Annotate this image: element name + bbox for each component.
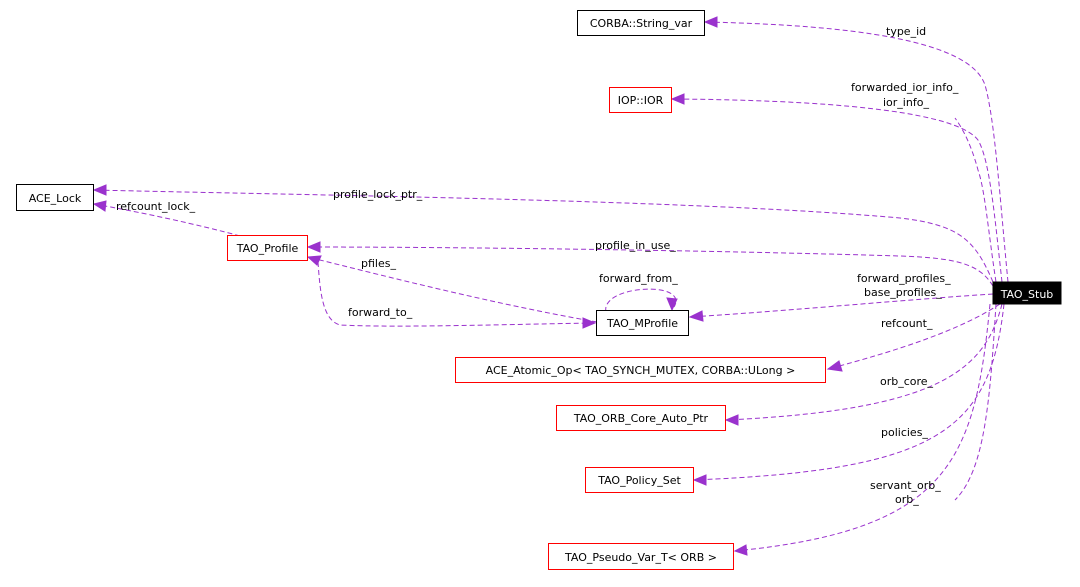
- label-refcount-lock: refcount_lock_: [116, 200, 196, 213]
- node-tao-mprofile-label: TAO_MProfile: [606, 317, 678, 330]
- label-orb: orb_: [895, 493, 919, 506]
- node-ace-atomic-op[interactable]: ACE_Atomic_Op< TAO_SYNCH_MUTEX, CORBA::U…: [455, 357, 826, 383]
- label-ior-info: ior_info_: [883, 96, 929, 109]
- edge-forward-to: [317, 261, 597, 329]
- label-base-profiles: base_profiles_: [864, 286, 942, 299]
- edge-ior-info: [670, 93, 1003, 283]
- node-tao-policy-set-label: TAO_Policy_Set: [597, 474, 681, 487]
- label-orb-core: orb_core_: [880, 375, 934, 388]
- edge-type-id: [703, 16, 1009, 283]
- edge-servant-orb: [954, 303, 997, 501]
- node-corba-string-var[interactable]: CORBA::String_var: [577, 10, 705, 36]
- node-tao-pseudo-var-t-label: TAO_Pseudo_Var_T< ORB >: [564, 551, 717, 564]
- label-forward-to: forward_to_: [348, 306, 413, 319]
- node-iop-ior-label: IOP::IOR: [618, 94, 664, 107]
- label-policies: policies_: [881, 426, 928, 439]
- label-profile-in-use: profile_in_use_: [595, 239, 676, 252]
- node-iop-ior[interactable]: IOP::IOR: [609, 87, 672, 113]
- node-tao-profile[interactable]: TAO_Profile: [227, 235, 308, 261]
- node-ace-lock-label: ACE_Lock: [29, 192, 82, 205]
- edge-refcount: [826, 303, 1001, 372]
- label-pfiles: pfiles_: [361, 257, 396, 270]
- node-corba-string-var-label: CORBA::String_var: [590, 17, 693, 30]
- edge-orb: [733, 303, 991, 556]
- label-profile-lock-ptr: profile_lock_ptr_: [333, 188, 423, 201]
- label-forward-from: forward_from_: [599, 272, 678, 285]
- edge-refcount-lock: [92, 200, 241, 237]
- edge-profile-in-use: [306, 241, 994, 287]
- label-refcount: refcount_: [881, 317, 933, 330]
- node-tao-policy-set[interactable]: TAO_Policy_Set: [585, 467, 694, 493]
- node-tao-orb-core-auto-ptr[interactable]: TAO_ORB_Core_Auto_Ptr: [556, 405, 726, 431]
- edge-forwarded-ior-info: [954, 117, 997, 283]
- node-tao-mprofile[interactable]: TAO_MProfile: [596, 310, 689, 336]
- label-servant-orb: servant_orb_: [870, 479, 941, 492]
- edge-policies: [692, 303, 1005, 486]
- edge-profile-lock-ptr: [92, 184, 994, 283]
- edge-orb-core: [724, 303, 1003, 426]
- node-ace-lock[interactable]: ACE_Lock: [16, 184, 94, 211]
- node-ace-atomic-op-label: ACE_Atomic_Op< TAO_SYNCH_MUTEX, CORBA::U…: [486, 364, 796, 377]
- node-tao-orb-core-auto-ptr-label: TAO_ORB_Core_Auto_Ptr: [573, 412, 709, 425]
- label-type-id: type_id: [886, 25, 926, 38]
- label-forward-profiles: forward_profiles_: [857, 272, 951, 285]
- node-tao-stub-label: TAO_Stub: [1000, 288, 1054, 301]
- edge-base-profiles: [688, 293, 994, 322]
- edge-forward-from: [605, 288, 678, 313]
- node-tao-stub[interactable]: TAO_Stub: [992, 281, 1062, 305]
- label-forwarded-ior-info: forwarded_ior_info_: [851, 81, 959, 94]
- node-tao-pseudo-var-t[interactable]: TAO_Pseudo_Var_T< ORB >: [548, 543, 734, 570]
- node-tao-profile-label: TAO_Profile: [236, 242, 299, 255]
